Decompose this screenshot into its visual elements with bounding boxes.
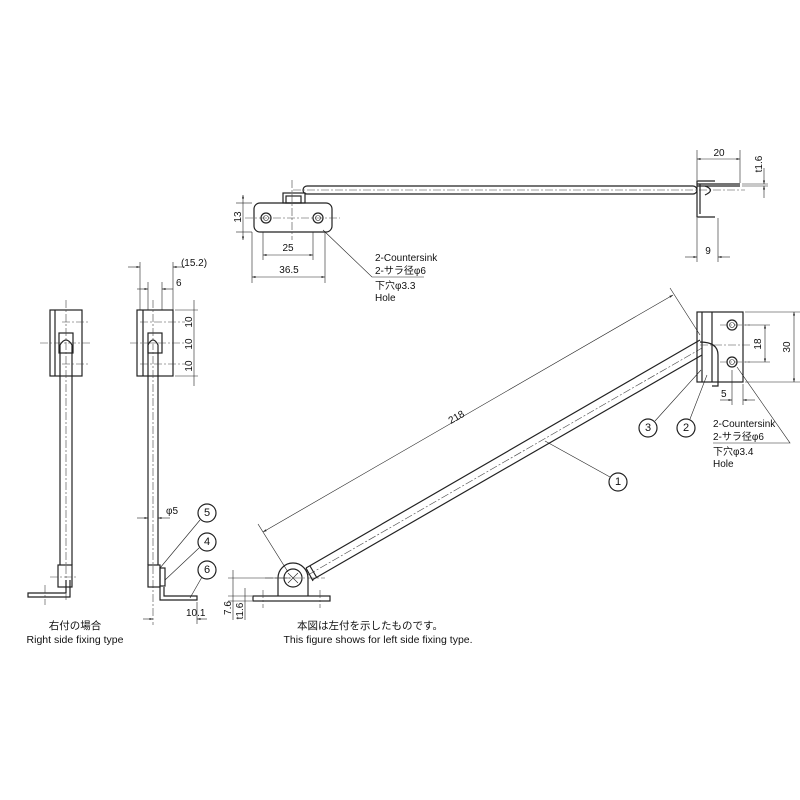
caption-right-jp: 右付の場合 — [49, 619, 102, 632]
balloon-label: 5 — [204, 507, 210, 519]
dim-18: 18 — [753, 338, 764, 350]
balloon-label: 3 — [645, 422, 651, 434]
caption-left-jp: 本図は左付を示したものです。 — [297, 619, 443, 632]
note-hole-jp: 下穴φ3.4 — [713, 445, 754, 458]
dim-6: 6 — [176, 278, 182, 289]
dim-7-6: 7.6 — [223, 601, 234, 615]
note-countersink-jp: 2-サラ径φ6 — [375, 264, 426, 277]
note-countersink: 2-Countersink — [375, 253, 438, 264]
dim-25: 25 — [282, 243, 294, 254]
dim-10-b: 10 — [184, 338, 195, 350]
left-side-view: (15.2) 6 10 10 10 φ5 10.1 5 4 6 — [128, 258, 217, 625]
right-side-view: 右付の場合 Right side fixing type — [27, 300, 124, 646]
note-hole: Hole — [375, 293, 396, 304]
dim-5: 5 — [721, 389, 727, 400]
balloon-label: 2 — [683, 422, 689, 434]
balloon-3 — [638, 418, 658, 438]
dim-30: 30 — [782, 341, 793, 353]
note-hole-jp: 下穴φ3.3 — [375, 279, 416, 292]
dim-10-a: 10 — [184, 316, 195, 328]
dim-t1-6: t1.6 — [754, 155, 765, 172]
wall-bracket — [696, 311, 744, 383]
balloon-1 — [608, 472, 628, 492]
balloon-6 — [197, 560, 217, 580]
dim-phi5: φ5 — [166, 506, 178, 517]
base-plate — [252, 595, 331, 602]
note-hole: Hole — [713, 459, 734, 470]
note-countersink-jp: 2-サラ径φ6 — [713, 430, 764, 443]
balloon-label: 1 — [615, 476, 621, 488]
pivot-bracket — [277, 562, 309, 596]
dim-218: 218 — [447, 409, 467, 427]
dim-base-t1-6: t1.6 — [235, 602, 246, 619]
balloon-4 — [197, 532, 217, 552]
balloon-5 — [197, 503, 217, 523]
balloon-label: 4 — [204, 536, 210, 548]
caption-right-en: Right side fixing type — [27, 634, 124, 646]
dim-15-2: (15.2) — [181, 258, 207, 269]
dim-9: 9 — [705, 246, 711, 257]
note-countersink: 2-Countersink — [713, 419, 776, 430]
dim-13: 13 — [233, 211, 244, 223]
main-view: 18 30 5 218 7.6 t1.6 1 2 3 2-Countersink… — [223, 287, 800, 646]
dim-36-5: 36.5 — [279, 265, 299, 276]
balloon-label: 6 — [204, 564, 210, 576]
end-bracket — [696, 180, 715, 218]
top-view: 13 25 36.5 2-Countersink 2-サラ径φ6 下穴φ3.3 … — [233, 148, 768, 304]
balloon-2 — [676, 418, 696, 438]
dim-10-1: 10.1 — [186, 608, 206, 619]
dim-20: 20 — [713, 148, 725, 159]
stay-rod — [305, 339, 703, 581]
dim-10-c: 10 — [184, 360, 195, 372]
caption-left-en: This figure shows for left side fixing t… — [283, 634, 472, 646]
